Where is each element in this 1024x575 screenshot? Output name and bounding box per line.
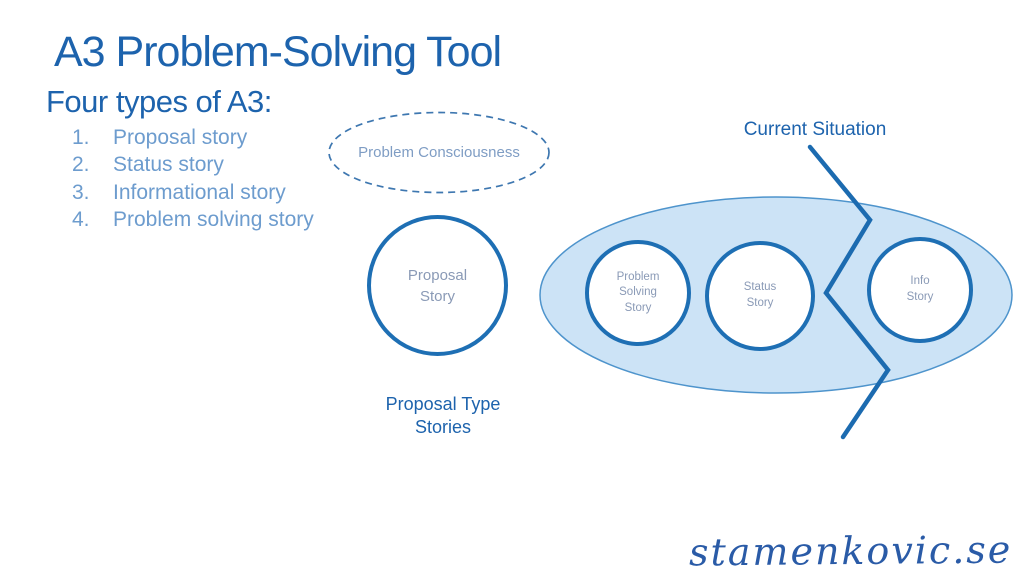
info-story-label: Info Story xyxy=(867,237,973,343)
proposal-type-stories-line1: Proposal Type xyxy=(385,394,501,414)
a3-types-list: 1. Proposal story 2. Status story 3. Inf… xyxy=(72,124,314,234)
list-item-label: Status story xyxy=(113,153,224,177)
status-story-label-line1: Status xyxy=(743,281,777,294)
watermark-logo: stamenkovic.se xyxy=(688,527,1013,575)
list-item: 3. Informational story xyxy=(72,179,314,207)
list-item: 2. Status story xyxy=(72,152,314,180)
proposal-type-stories-label: Proposal Type Stories xyxy=(343,393,543,440)
proposal-type-stories-line2: Stories xyxy=(414,417,472,438)
proposal-story-circle xyxy=(367,215,508,356)
list-item-number: 1. xyxy=(72,125,90,149)
proposal-story-label-line1: Proposal xyxy=(407,266,468,284)
problem-solving-story-label-line3: Story xyxy=(624,301,652,314)
list-item-number: 2. xyxy=(72,153,90,177)
list-item: 4. Problem solving story xyxy=(72,207,314,235)
problem-solving-story-circle xyxy=(585,240,691,346)
problem-solving-story-label-line1: Problem xyxy=(616,270,660,283)
list-item-number: 3. xyxy=(72,180,90,204)
list-item: 1. Proposal story xyxy=(72,124,314,152)
status-story-label-line2: Story xyxy=(746,297,774,309)
list-item-label: Problem solving story xyxy=(113,208,314,232)
problem-consciousness-label: Problem Consciousness xyxy=(358,144,520,161)
proposal-story-label: Proposal Story xyxy=(367,215,508,356)
zigzag-divider-line xyxy=(807,144,891,440)
info-story-label-line1: Info xyxy=(910,275,930,288)
info-story-label-line2: Story xyxy=(906,291,934,303)
info-story-circle xyxy=(867,237,973,343)
problem-consciousness-ellipse xyxy=(328,111,550,194)
proposal-story-label-line2: Story xyxy=(419,287,455,305)
problem-solving-story-label-line2: Solving xyxy=(619,286,657,299)
list-item-label: Informational story xyxy=(113,180,286,204)
problem-solving-story-label: Problem Solving Story xyxy=(585,240,691,346)
slide-subtitle: Four types of A3: xyxy=(46,84,272,119)
current-situation-label: Current Situation xyxy=(743,119,887,140)
slide-title: A3 Problem-Solving Tool xyxy=(54,28,502,76)
status-story-label: Status Story xyxy=(705,241,815,351)
list-item-label: Proposal story xyxy=(113,125,248,149)
status-story-circle xyxy=(705,241,815,351)
list-item-number: 4. xyxy=(72,208,90,232)
